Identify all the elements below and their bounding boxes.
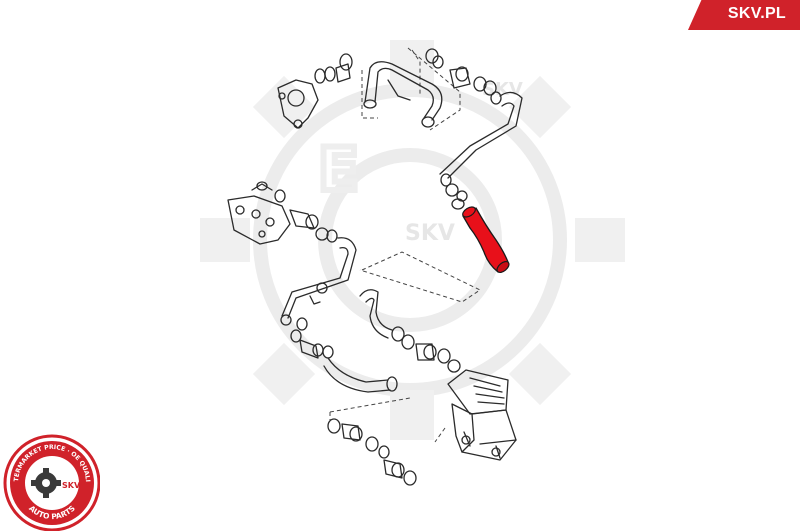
top-left-clamps — [314, 53, 353, 84]
intercooler — [447, 369, 517, 461]
left-lower-clamps — [290, 317, 334, 359]
watermark-letter: E — [318, 135, 359, 205]
brand-label: SKV.PL — [727, 5, 786, 22]
brand-tag[interactable]: SKV.PL — [688, 0, 800, 30]
skv-seal-logo: AFTERMARKET PRICE · OE QUALITY AUTO PART… — [0, 433, 100, 531]
leader-lines — [329, 47, 482, 443]
lower-left-hose — [323, 357, 398, 393]
top-right-clamps — [425, 48, 502, 105]
left-long-pipe — [280, 237, 357, 326]
thermostat-housing — [277, 79, 319, 129]
highlighted-hose[interactable] — [461, 205, 511, 275]
seal-center-text: SKV — [62, 481, 81, 490]
manifold-clamps — [289, 209, 338, 243]
top-bent-pipe — [363, 61, 443, 128]
watermark-text-center: SKV — [405, 221, 455, 246]
bottom-clamps — [327, 418, 417, 486]
middle-s-hose — [359, 289, 405, 342]
middle-clamps — [401, 334, 461, 373]
intake-manifold — [227, 181, 291, 245]
right-coolant-pipe — [439, 91, 523, 210]
component-line-art — [227, 48, 523, 486]
watermark-text-top: SKV — [482, 79, 523, 100]
